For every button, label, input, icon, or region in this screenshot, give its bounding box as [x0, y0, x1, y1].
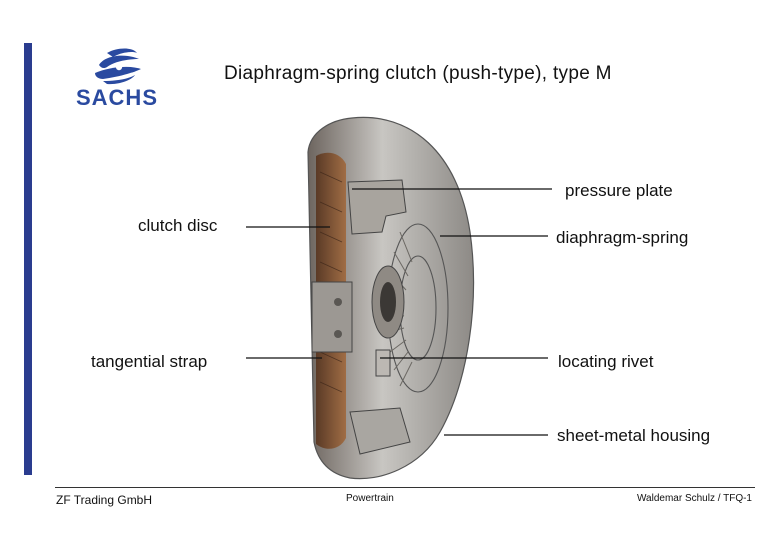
label-clutch-disc: clutch disc — [138, 216, 218, 235]
label-locating-rivet: locating rivet — [558, 352, 654, 371]
label-diaphragm-spring: diaphragm-spring — [556, 228, 689, 247]
footer-divider — [55, 487, 755, 488]
page-title: Diaphragm-spring clutch (push-type), typ… — [224, 63, 612, 84]
label-sheet-metal-housing: sheet-metal housing — [557, 426, 711, 445]
label-pressure-plate: pressure plate — [565, 181, 673, 200]
footer-company: ZF Trading GmbH — [56, 493, 153, 507]
clutch-illustration — [307, 116, 475, 480]
brand-text: SACHS — [76, 85, 158, 107]
accent-side-bar — [24, 43, 32, 475]
label-tangential-strap: tangential strap — [91, 352, 208, 371]
sachs-logo: SACHS — [76, 48, 158, 107]
footer-author: Waldemar Schulz / TFQ-1 — [636, 493, 752, 504]
footer-section: Powertrain — [346, 493, 394, 504]
